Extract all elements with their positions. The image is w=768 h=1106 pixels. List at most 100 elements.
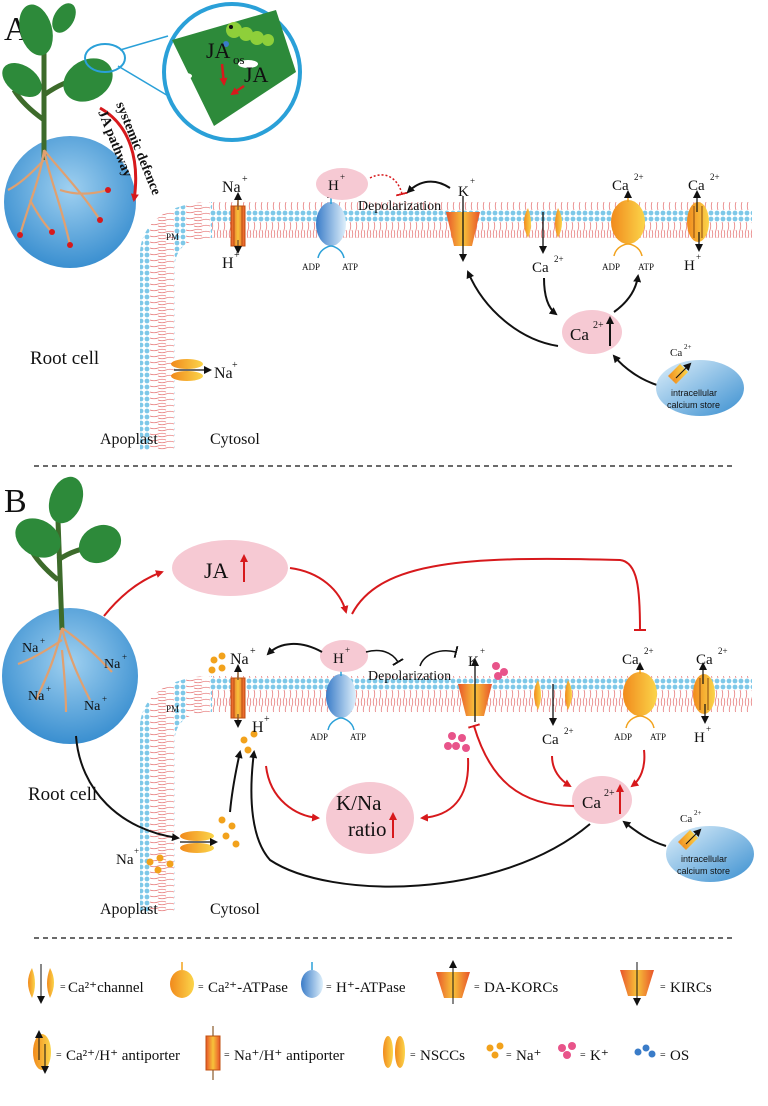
ca-h-antiporter-b — [693, 662, 715, 724]
ca-cloud-b — [572, 776, 632, 824]
svg-text:Na: Na — [214, 365, 233, 382]
svg-text:Ca: Ca — [688, 178, 705, 194]
cytosol-label-b: Cytosol — [210, 901, 260, 918]
svg-text:=: = — [580, 1050, 586, 1061]
h-cloud-a — [316, 168, 368, 200]
svg-text:+: + — [46, 684, 51, 694]
svg-text:2+: 2+ — [593, 320, 604, 331]
apoplast-label-a: Apoplast — [100, 431, 158, 448]
legend-k-ion: = K⁺ — [558, 1042, 609, 1064]
ca-h-antiporter-a — [687, 190, 709, 252]
plant-b — [2, 476, 138, 744]
na-h-antiporter-b — [208, 652, 258, 754]
svg-text:Na: Na — [230, 651, 249, 668]
ca-channel-a — [524, 208, 562, 254]
legend-na-h-antiporter: = Na⁺/H⁺ antiporter — [205, 1026, 344, 1080]
panel-b-label: B — [4, 483, 27, 520]
inset-ja-os: JA — [206, 38, 231, 63]
inset-ja: JA — [244, 62, 269, 87]
svg-text:K: K — [458, 184, 469, 200]
svg-text:H: H — [222, 255, 234, 272]
svg-text:Ca: Ca — [570, 325, 589, 344]
svg-text:H⁺-ATPase: H⁺-ATPase — [336, 980, 406, 996]
svg-text:Ca: Ca — [670, 347, 682, 359]
svg-text:ADP: ADP — [614, 732, 632, 742]
svg-text:2+: 2+ — [684, 343, 692, 351]
panel-a: A JA os JA — [2, 2, 752, 450]
svg-text:=: = — [198, 982, 204, 993]
h-atpase-b — [326, 662, 356, 731]
svg-text:Na: Na — [84, 699, 101, 714]
legend-nsccs: = NSCCs — [383, 1036, 465, 1068]
os-droplet-icon — [223, 41, 229, 47]
svg-text:Ca: Ca — [622, 652, 639, 668]
svg-text:ATP: ATP — [638, 262, 654, 272]
svg-text:calcium store: calcium store — [677, 866, 730, 876]
svg-text:2+: 2+ — [604, 788, 615, 799]
cytosol-label-a: Cytosol — [210, 431, 260, 448]
svg-text:Ca: Ca — [532, 260, 549, 276]
svg-text:H: H — [252, 719, 264, 736]
svg-text:=: = — [410, 1050, 416, 1061]
svg-text:+: + — [232, 360, 238, 371]
svg-text:calcium store: calcium store — [667, 400, 720, 410]
svg-text:intracellular: intracellular — [671, 388, 717, 398]
svg-text:+: + — [345, 645, 350, 655]
svg-text:ratio: ratio — [348, 817, 386, 841]
legend-h-atpase: = H⁺-ATPase — [301, 962, 406, 998]
os-droplet-icon — [634, 1044, 656, 1058]
h-cloud-b — [320, 640, 368, 672]
svg-text:Ca²⁺-ATPase: Ca²⁺-ATPase — [208, 980, 288, 996]
svg-text:H: H — [328, 178, 339, 194]
svg-text:ATP: ATP — [342, 262, 358, 272]
svg-text:ADP: ADP — [310, 732, 328, 742]
svg-text:Ca: Ca — [680, 813, 692, 825]
root-cell-label-b: Root cell — [28, 784, 97, 805]
ja-label-b: JA — [204, 558, 229, 583]
svg-text:Ca²⁺/H⁺ antiporter: Ca²⁺/H⁺ antiporter — [66, 1048, 180, 1064]
svg-text:H: H — [684, 258, 695, 274]
svg-text:Ca: Ca — [582, 793, 601, 812]
svg-text:Na: Na — [28, 689, 45, 704]
svg-text:KIRCs: KIRCs — [670, 980, 712, 996]
svg-text:Ca: Ca — [696, 652, 713, 668]
svg-text:+: + — [234, 250, 240, 261]
legend-na-ion: = Na⁺ — [486, 1042, 541, 1064]
svg-text:K: K — [468, 654, 479, 670]
svg-text:+: + — [340, 172, 345, 182]
svg-text:=: = — [56, 1050, 62, 1061]
svg-text:=: = — [60, 982, 66, 993]
svg-text:Na: Na — [116, 852, 134, 868]
panel-b: B Na+ Na+ Na+ Na+ JA PM Root cell Apopla… — [2, 476, 754, 918]
svg-text:=: = — [224, 1050, 230, 1061]
svg-text:+: + — [242, 174, 248, 185]
svg-text:=: = — [326, 982, 332, 993]
svg-text:ATP: ATP — [350, 732, 366, 742]
svg-text:2+: 2+ — [634, 172, 644, 182]
membrane-a — [140, 202, 752, 450]
svg-text:PM: PM — [166, 704, 179, 714]
inset-a: JA os JA — [117, 2, 302, 142]
svg-text:+: + — [40, 636, 45, 646]
svg-text:H: H — [333, 651, 344, 667]
legend-ca-h-antiporter: = Ca²⁺/H⁺ antiporter — [33, 1030, 180, 1074]
svg-text:K⁺: K⁺ — [590, 1048, 609, 1064]
apoplast-label-b: Apoplast — [100, 901, 158, 918]
svg-text:ADP: ADP — [602, 262, 620, 272]
svg-text:+: + — [250, 646, 256, 657]
svg-text:Na: Na — [22, 641, 39, 656]
svg-text:+: + — [264, 714, 270, 725]
svg-text:+: + — [134, 846, 139, 856]
root-zone-a — [4, 136, 136, 268]
svg-text:=: = — [660, 982, 666, 993]
root-cell-label-a: Root cell — [30, 348, 99, 369]
svg-text:intracellular: intracellular — [681, 854, 727, 864]
svg-text:+: + — [706, 724, 711, 734]
svg-text:ADP: ADP — [302, 262, 320, 272]
svg-text:Ca²⁺channel: Ca²⁺channel — [68, 980, 144, 996]
nscc-b — [146, 816, 240, 874]
svg-text:DA-KORCs: DA-KORCs — [484, 980, 558, 996]
da-korc-b — [444, 658, 508, 752]
caterpillar-icon — [226, 22, 274, 46]
